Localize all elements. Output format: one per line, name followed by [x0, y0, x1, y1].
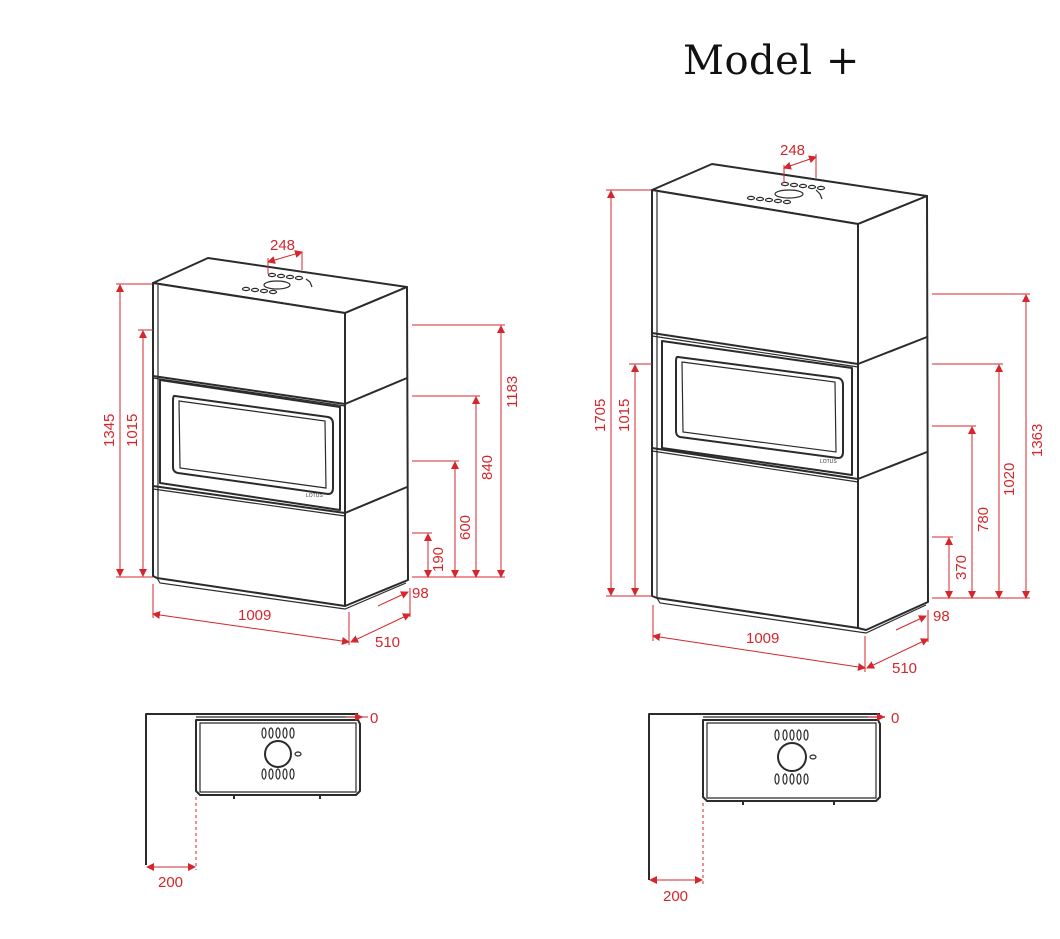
dim-plus-side-1020: 1020: [1001, 463, 1018, 496]
stove-plus-door: [661, 340, 853, 476]
stove-plus-glass: [675, 355, 844, 459]
stove-plus-front-panel: [651, 189, 859, 629]
dim-side-840: 840: [479, 455, 496, 480]
dim-plus-plan-wall: 200: [663, 888, 688, 905]
stove-door: [159, 379, 341, 511]
dim-plus-outlet-diameter: 248: [780, 142, 805, 159]
dim-plus-depth: 510: [892, 660, 917, 677]
dimensions-plus: 248 1705 1015 1363 1020 780 370 1009 510: [592, 142, 1046, 677]
plan-plus-flue-outlet: [777, 742, 807, 772]
dim-side-600: 600: [457, 515, 474, 540]
dim-rear-offset: 98: [412, 585, 429, 602]
plan-stove-outline: [195, 719, 361, 796]
dim-height-total: 1345: [101, 414, 118, 447]
dim-outlet-diameter: 248: [270, 237, 295, 254]
stove-glass: [172, 394, 334, 495]
dim-plus-side-1363: 1363: [1029, 424, 1046, 457]
dim-plan-zero: 0: [370, 710, 378, 727]
dim-plus-rear-offset: 98: [933, 608, 950, 625]
stove-standard-elevation: LOTUS: [152, 257, 409, 610]
plan-plus-stove-outline: [702, 719, 881, 802]
dim-depth: 510: [375, 634, 400, 651]
dim-plan-wall: 200: [158, 874, 183, 891]
dim-plus-width: 1009: [746, 630, 779, 647]
stove-top-vents: [241, 272, 313, 295]
stove-plus-side-panel: [857, 195, 929, 631]
page-title: Model +: [683, 38, 860, 84]
dim-plus-side-780: 780: [975, 507, 992, 532]
svg-text:LOTUS: LOTUS: [820, 459, 837, 465]
stove-side-panel: [344, 286, 409, 607]
dim-plus-side-370: 370: [953, 555, 970, 580]
dim-side-190: 190: [430, 547, 447, 572]
dim-plus-plan-zero: 0: [891, 710, 899, 727]
plan-flue-outlet: [264, 740, 292, 768]
svg-text:LOTUS: LOTUS: [306, 493, 323, 499]
plan-view-plus: 0 200: [648, 710, 899, 905]
stove-plus-elevation: LOTUS: [651, 163, 929, 634]
dim-plus-height-outlet: 1015: [616, 399, 633, 432]
dim-width: 1009: [238, 607, 271, 624]
plan-view-standard: 0 200: [145, 710, 378, 891]
dim-side-1183: 1183: [504, 376, 521, 408]
dimensions-standard: 248 1345 1015 1183 840 600 190 1009 510: [101, 237, 521, 651]
stove-front-panel: [152, 282, 346, 607]
stove-plus-top-vents: [746, 181, 826, 205]
dim-plus-height-total: 1705: [592, 399, 609, 432]
dim-height-outlet: 1015: [124, 414, 141, 447]
